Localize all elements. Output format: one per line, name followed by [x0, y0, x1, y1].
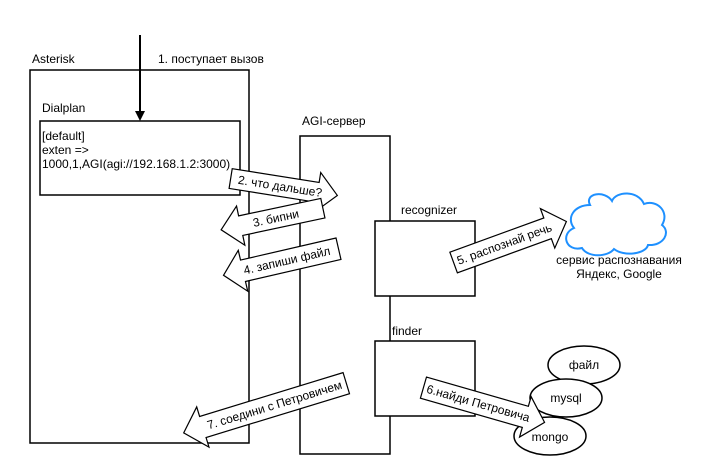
cloud-icon: [565, 192, 667, 257]
finder-label: finder: [392, 324, 422, 338]
recognizer-label: recognizer: [401, 203, 457, 217]
dialplan-box: [39, 120, 241, 196]
recognition-service-label-2: Яндекс, Google: [576, 267, 662, 281]
mongo-label: mongo: [532, 430, 569, 444]
dialplan-code-line-2: exten =>: [42, 143, 89, 157]
recognition-service-label-1: сервис распознавания: [556, 253, 682, 267]
dialplan-code-line-3: 1000,1,AGI(agi://192.168.1.2:3000): [42, 157, 230, 171]
dialplan-label: Dialplan: [42, 101, 85, 115]
mysql-label: mysql: [550, 391, 581, 405]
asterisk-label: Asterisk: [32, 52, 76, 66]
mysql-ellipse: [529, 378, 603, 418]
file-label: файл: [569, 358, 599, 372]
agi-server-label: AGI-сервер: [302, 114, 366, 128]
dialplan-code-line-1: [default]: [42, 129, 85, 143]
step-3-arrow: 3. бипни: [220, 197, 326, 247]
incoming-call-label: 1. поступает вызов: [158, 52, 264, 66]
